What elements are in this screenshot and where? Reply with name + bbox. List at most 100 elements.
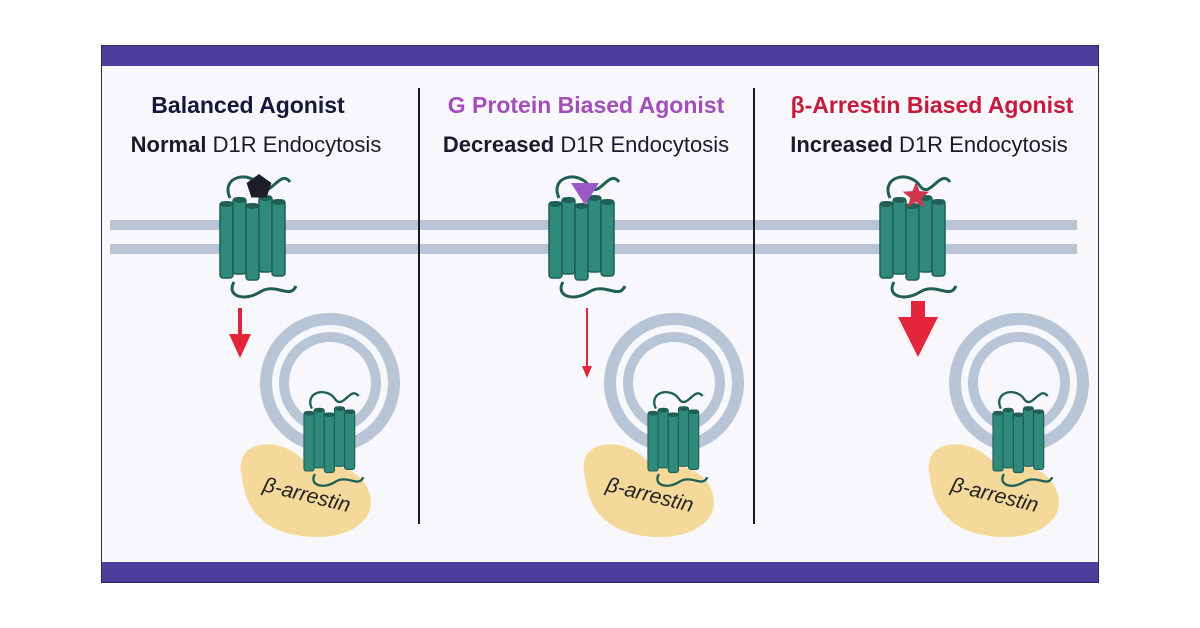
beta-arrestin: β-arrestin [583, 444, 714, 538]
transmembrane-helix [561, 197, 576, 275]
intracellular-tail [656, 473, 709, 487]
panel-title-g-protein: G Protein Biased Agonist [447, 92, 725, 118]
transmembrane-helix [232, 197, 247, 275]
helix-cap [220, 201, 233, 207]
bottom-band [102, 562, 1098, 582]
subtitle-rest: D1R Endocytosis [892, 132, 1068, 157]
panel-subtitle-g-protein: Decreased D1R Endocytosis [443, 132, 729, 158]
transmembrane-helix [918, 195, 933, 273]
helix-cap [1033, 409, 1044, 415]
endocytosis-arrow [582, 308, 592, 378]
helix-cap [344, 409, 355, 415]
helix-cap [272, 199, 285, 205]
helix-cap [1023, 406, 1034, 411]
internalized-receptor [992, 390, 1054, 487]
transmembrane-helix [992, 411, 1004, 472]
helix-cap [314, 407, 325, 413]
helix-cap [304, 410, 315, 416]
panel-divider-1 [418, 88, 420, 524]
endocytosis-arrow [229, 308, 251, 358]
helix-cap [893, 197, 906, 203]
transmembrane-helix [879, 201, 894, 279]
helix-cap [993, 410, 1004, 416]
arrow-head [229, 334, 251, 358]
helix-cap [668, 412, 679, 418]
arrow-shaft [911, 301, 925, 319]
panel-subtitle-beta-arrestin: Increased D1R Endocytosis [790, 132, 1068, 158]
helix-cap [658, 407, 669, 413]
helix-cap [601, 199, 614, 205]
transmembrane-helix [931, 199, 946, 277]
top-band [102, 46, 1098, 66]
transmembrane-helix [313, 407, 325, 469]
internalized-receptor [303, 390, 365, 487]
transmembrane-helix [1032, 409, 1045, 470]
endocytosis-arrow [898, 301, 938, 357]
helix-cap [880, 201, 893, 207]
beta-arrestin-shape [928, 444, 1059, 538]
helix-cap [334, 406, 345, 411]
transmembrane-helix [905, 203, 920, 281]
helix-cap [575, 203, 588, 209]
intracellular-tail [312, 473, 365, 487]
beta-arrestin-shape [240, 444, 371, 538]
transmembrane-helix [892, 197, 907, 275]
helix-cap [1013, 412, 1024, 418]
beta-arrestin-shape [583, 444, 714, 538]
intracellular-tail [890, 281, 958, 299]
extracellular-loop [653, 390, 704, 410]
transmembrane-helix [677, 406, 690, 467]
transmembrane-helix [574, 203, 589, 281]
pentagon-ligand-icon [246, 174, 272, 198]
transmembrane-helix [271, 199, 286, 277]
helix-cap [246, 203, 259, 209]
star-ligand-icon [902, 182, 930, 208]
helix-cap [688, 409, 699, 415]
transmembrane-helix [587, 195, 602, 273]
helix-cap [233, 197, 246, 203]
helix-cap [932, 199, 945, 205]
intracellular-tail [1001, 473, 1054, 487]
subtitle-emphasis: Normal [130, 132, 207, 157]
transmembrane-helix [667, 412, 680, 474]
helix-cap [588, 195, 601, 201]
helix-cap [1003, 407, 1014, 413]
transmembrane-helix [1022, 406, 1035, 467]
transmembrane-helix [333, 406, 346, 467]
panel-subtitle-balanced: Normal D1R Endocytosis [131, 132, 382, 158]
helix-cap [678, 406, 689, 411]
helix-cap [549, 201, 562, 207]
beta-arrestin: β-arrestin [928, 444, 1059, 538]
transmembrane-helix [219, 201, 234, 279]
transmembrane-helix [1002, 407, 1014, 469]
helix-cap [324, 412, 335, 418]
arrow-head [582, 366, 592, 378]
extracellular-loop [309, 390, 360, 410]
panel-title-balanced: Balanced Agonist [151, 92, 345, 118]
extracellular-loop [998, 390, 1049, 410]
transmembrane-helix [548, 201, 563, 279]
transmembrane-helix [600, 199, 615, 277]
transmembrane-helix [303, 411, 315, 472]
intracellular-tail [559, 281, 627, 299]
subtitle-rest: D1R Endocytosis [554, 132, 730, 157]
transmembrane-helix [647, 411, 659, 472]
arrow-head [898, 317, 938, 357]
internalized-receptor [647, 390, 709, 487]
transmembrane-helix [343, 409, 356, 470]
helix-cap [648, 410, 659, 416]
intracellular-tail [230, 281, 298, 299]
helix-cap [562, 197, 575, 203]
panel-divider-2 [753, 88, 755, 524]
surface-receptor [219, 175, 298, 299]
transmembrane-helix [687, 409, 700, 470]
subtitle-emphasis: Decreased [442, 132, 555, 157]
transmembrane-helix [657, 407, 669, 469]
transmembrane-helix [245, 203, 260, 281]
transmembrane-helix [323, 412, 336, 474]
subtitle-emphasis: Increased [790, 132, 893, 157]
transmembrane-helix [1012, 412, 1025, 474]
panel-title-beta-arrestin: β-Arrestin Biased Agonist [790, 92, 1074, 118]
